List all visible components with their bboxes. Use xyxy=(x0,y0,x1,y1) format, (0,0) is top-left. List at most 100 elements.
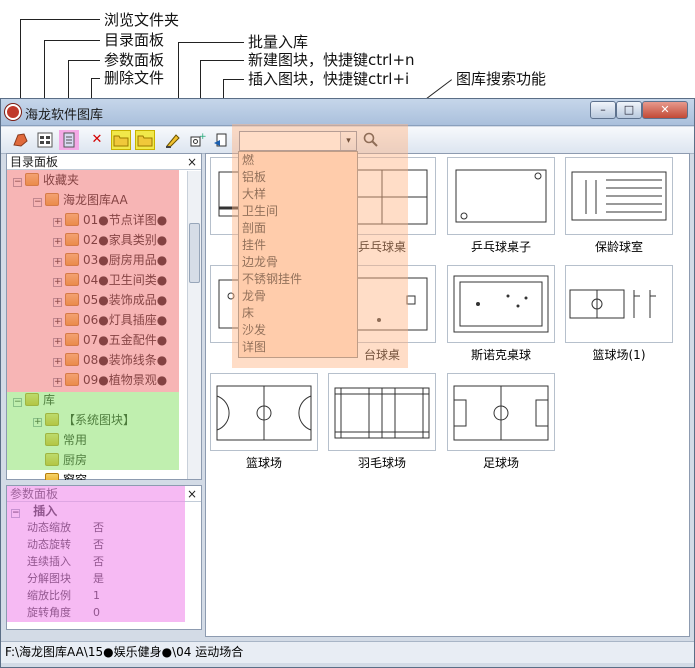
app-logo-icon xyxy=(5,104,21,120)
close-icon[interactable]: × xyxy=(186,487,197,501)
tree-lib-child[interactable]: 窗帘 xyxy=(45,472,87,480)
dropdown-item[interactable]: 不锈钢挂件 xyxy=(242,272,303,286)
delete-icon[interactable]: ✕ xyxy=(91,132,103,147)
maximize-button[interactable]: □ xyxy=(616,101,642,119)
dropdown-item[interactable]: 大样 xyxy=(242,187,267,201)
collapse-icon[interactable]: − xyxy=(33,197,42,207)
new-block-icon[interactable]: + xyxy=(187,130,207,150)
insert-block-icon[interactable] xyxy=(211,130,231,150)
dir-scrollbar[interactable] xyxy=(187,171,201,479)
tree-category[interactable]: +02●家具类别● xyxy=(53,233,168,247)
thumbnail[interactable] xyxy=(565,157,673,235)
thumbnail[interactable] xyxy=(328,373,436,451)
search-icon[interactable] xyxy=(361,130,381,150)
dropdown-item[interactable]: 床 xyxy=(242,306,255,320)
expand-icon[interactable]: + xyxy=(53,377,62,387)
dir-panel-icon[interactable] xyxy=(35,130,55,150)
parameter-panel: 参数面板 × − 插入 动态缩放否 动态旋转否 连续插入否 分解图块是 缩放比例… xyxy=(6,485,202,630)
tree-category[interactable]: +08●装饰线条● xyxy=(53,353,168,367)
tree-category[interactable]: +05●装饰成品● xyxy=(53,293,168,307)
tree-lib-child[interactable]: +【系统图块】 xyxy=(33,413,136,427)
callout-line xyxy=(68,60,69,130)
toolbar: ✕ + ▾ xyxy=(1,127,694,154)
close-icon[interactable]: × xyxy=(186,155,197,169)
tree-category[interactable]: +01●节点详图● xyxy=(53,213,168,227)
param-panel-icon[interactable] xyxy=(59,130,79,150)
annotation-delete-file: 删除文件 xyxy=(104,69,165,87)
annotation-browse-folder: 浏览文件夹 xyxy=(104,11,180,29)
thumbnail[interactable] xyxy=(447,373,555,451)
browse-folder-icon[interactable] xyxy=(11,130,31,150)
tree-category[interactable]: +09●植物景观● xyxy=(53,373,168,387)
dropdown-item[interactable]: 详图 xyxy=(242,340,267,354)
collapse-icon[interactable]: − xyxy=(13,397,22,407)
dropdown-item[interactable]: 燃 xyxy=(242,153,255,167)
tree-category[interactable]: +06●灯具插座● xyxy=(53,313,168,327)
tree-category[interactable]: +03●厨房用品● xyxy=(53,253,168,267)
annotation-library-search: 图库搜索功能 xyxy=(456,70,547,88)
folder-a-icon[interactable] xyxy=(111,130,131,150)
callout-line xyxy=(91,78,100,79)
dropdown-item[interactable]: 龙骨 xyxy=(242,289,267,303)
dropdown-item[interactable]: 挂件 xyxy=(242,238,267,252)
title-bar: 海龙软件图库 – □ ✕ xyxy=(1,99,694,126)
expand-icon[interactable]: + xyxy=(53,257,62,267)
expand-icon[interactable]: + xyxy=(33,417,42,427)
expand-icon[interactable]: + xyxy=(53,237,62,247)
thumbnail-label: 台球桌 xyxy=(363,348,400,362)
folder-icon xyxy=(45,433,59,446)
tree-category[interactable]: +04●卫生间类● xyxy=(53,273,168,287)
tree-library-root[interactable]: −海龙图库AA xyxy=(33,193,128,207)
annotation-new-block: 新建图块，快捷键ctrl+n xyxy=(248,51,415,69)
tree-lib-child[interactable]: 常用 xyxy=(45,432,87,448)
folder-icon xyxy=(65,273,79,286)
scroll-thumb[interactable] xyxy=(189,223,200,283)
status-bar: F:\海龙图库AA\15●娱乐健身●\04 运动场合 xyxy=(1,641,694,663)
tree-category[interactable]: +07●五金配件● xyxy=(53,333,168,347)
app-window: 海龙软件图库 – □ ✕ ✕ + ▾ xyxy=(0,98,695,668)
param-row[interactable]: 连续插入否 xyxy=(27,555,104,568)
collapse-icon[interactable]: − xyxy=(13,177,22,187)
tree-lib-child[interactable]: 厨房 xyxy=(45,452,87,468)
minimize-button[interactable]: – xyxy=(590,101,616,119)
callout-line xyxy=(200,60,244,61)
expand-icon[interactable]: + xyxy=(53,357,62,367)
dropdown-item[interactable]: 铝板 xyxy=(242,170,267,184)
dropdown-item[interactable]: 边龙骨 xyxy=(242,255,279,269)
folder-icon xyxy=(65,333,79,346)
folder-icon xyxy=(25,173,39,186)
callout-line xyxy=(178,42,179,130)
dropdown-item[interactable]: 沙发 xyxy=(242,323,267,337)
folder-icon xyxy=(65,253,79,266)
param-row[interactable]: 动态旋转否 xyxy=(27,538,104,551)
collapse-icon[interactable]: − xyxy=(11,508,20,518)
thumbnail[interactable] xyxy=(565,265,673,343)
dropdown-item[interactable]: 卫生间 xyxy=(242,204,279,218)
thumbnail-label: 斯诺克桌球 xyxy=(470,348,531,362)
search-combo[interactable]: ▾ xyxy=(239,131,357,151)
batch-import-icon[interactable] xyxy=(163,130,183,150)
expand-icon[interactable]: + xyxy=(53,297,62,307)
expand-icon[interactable]: + xyxy=(53,317,62,327)
folder-icon xyxy=(65,213,79,226)
param-row[interactable]: 动态缩放否 xyxy=(27,521,104,534)
thumbnail[interactable] xyxy=(447,265,555,343)
expand-icon[interactable]: + xyxy=(53,277,62,287)
param-group-insert[interactable]: − 插入 xyxy=(11,504,58,518)
dropdown-item[interactable]: 剖面 xyxy=(242,221,267,235)
thumbnail-label: 篮球场(1) xyxy=(592,348,646,362)
tree-lib[interactable]: −库 xyxy=(13,393,56,407)
expand-icon[interactable]: + xyxy=(53,217,62,227)
thumbnail[interactable] xyxy=(447,157,555,235)
chevron-down-icon[interactable]: ▾ xyxy=(340,132,356,150)
close-button[interactable]: ✕ xyxy=(642,101,688,119)
folder-b-icon[interactable] xyxy=(135,130,155,150)
thumbnail-label: 乒乓球桌子 xyxy=(470,240,531,254)
tree-favorites[interactable]: −收藏夹 xyxy=(13,173,80,187)
param-row[interactable]: 分解图块是 xyxy=(27,572,104,585)
expand-icon[interactable]: + xyxy=(53,337,62,347)
callout-line xyxy=(68,60,100,61)
thumbnail[interactable] xyxy=(210,373,318,451)
